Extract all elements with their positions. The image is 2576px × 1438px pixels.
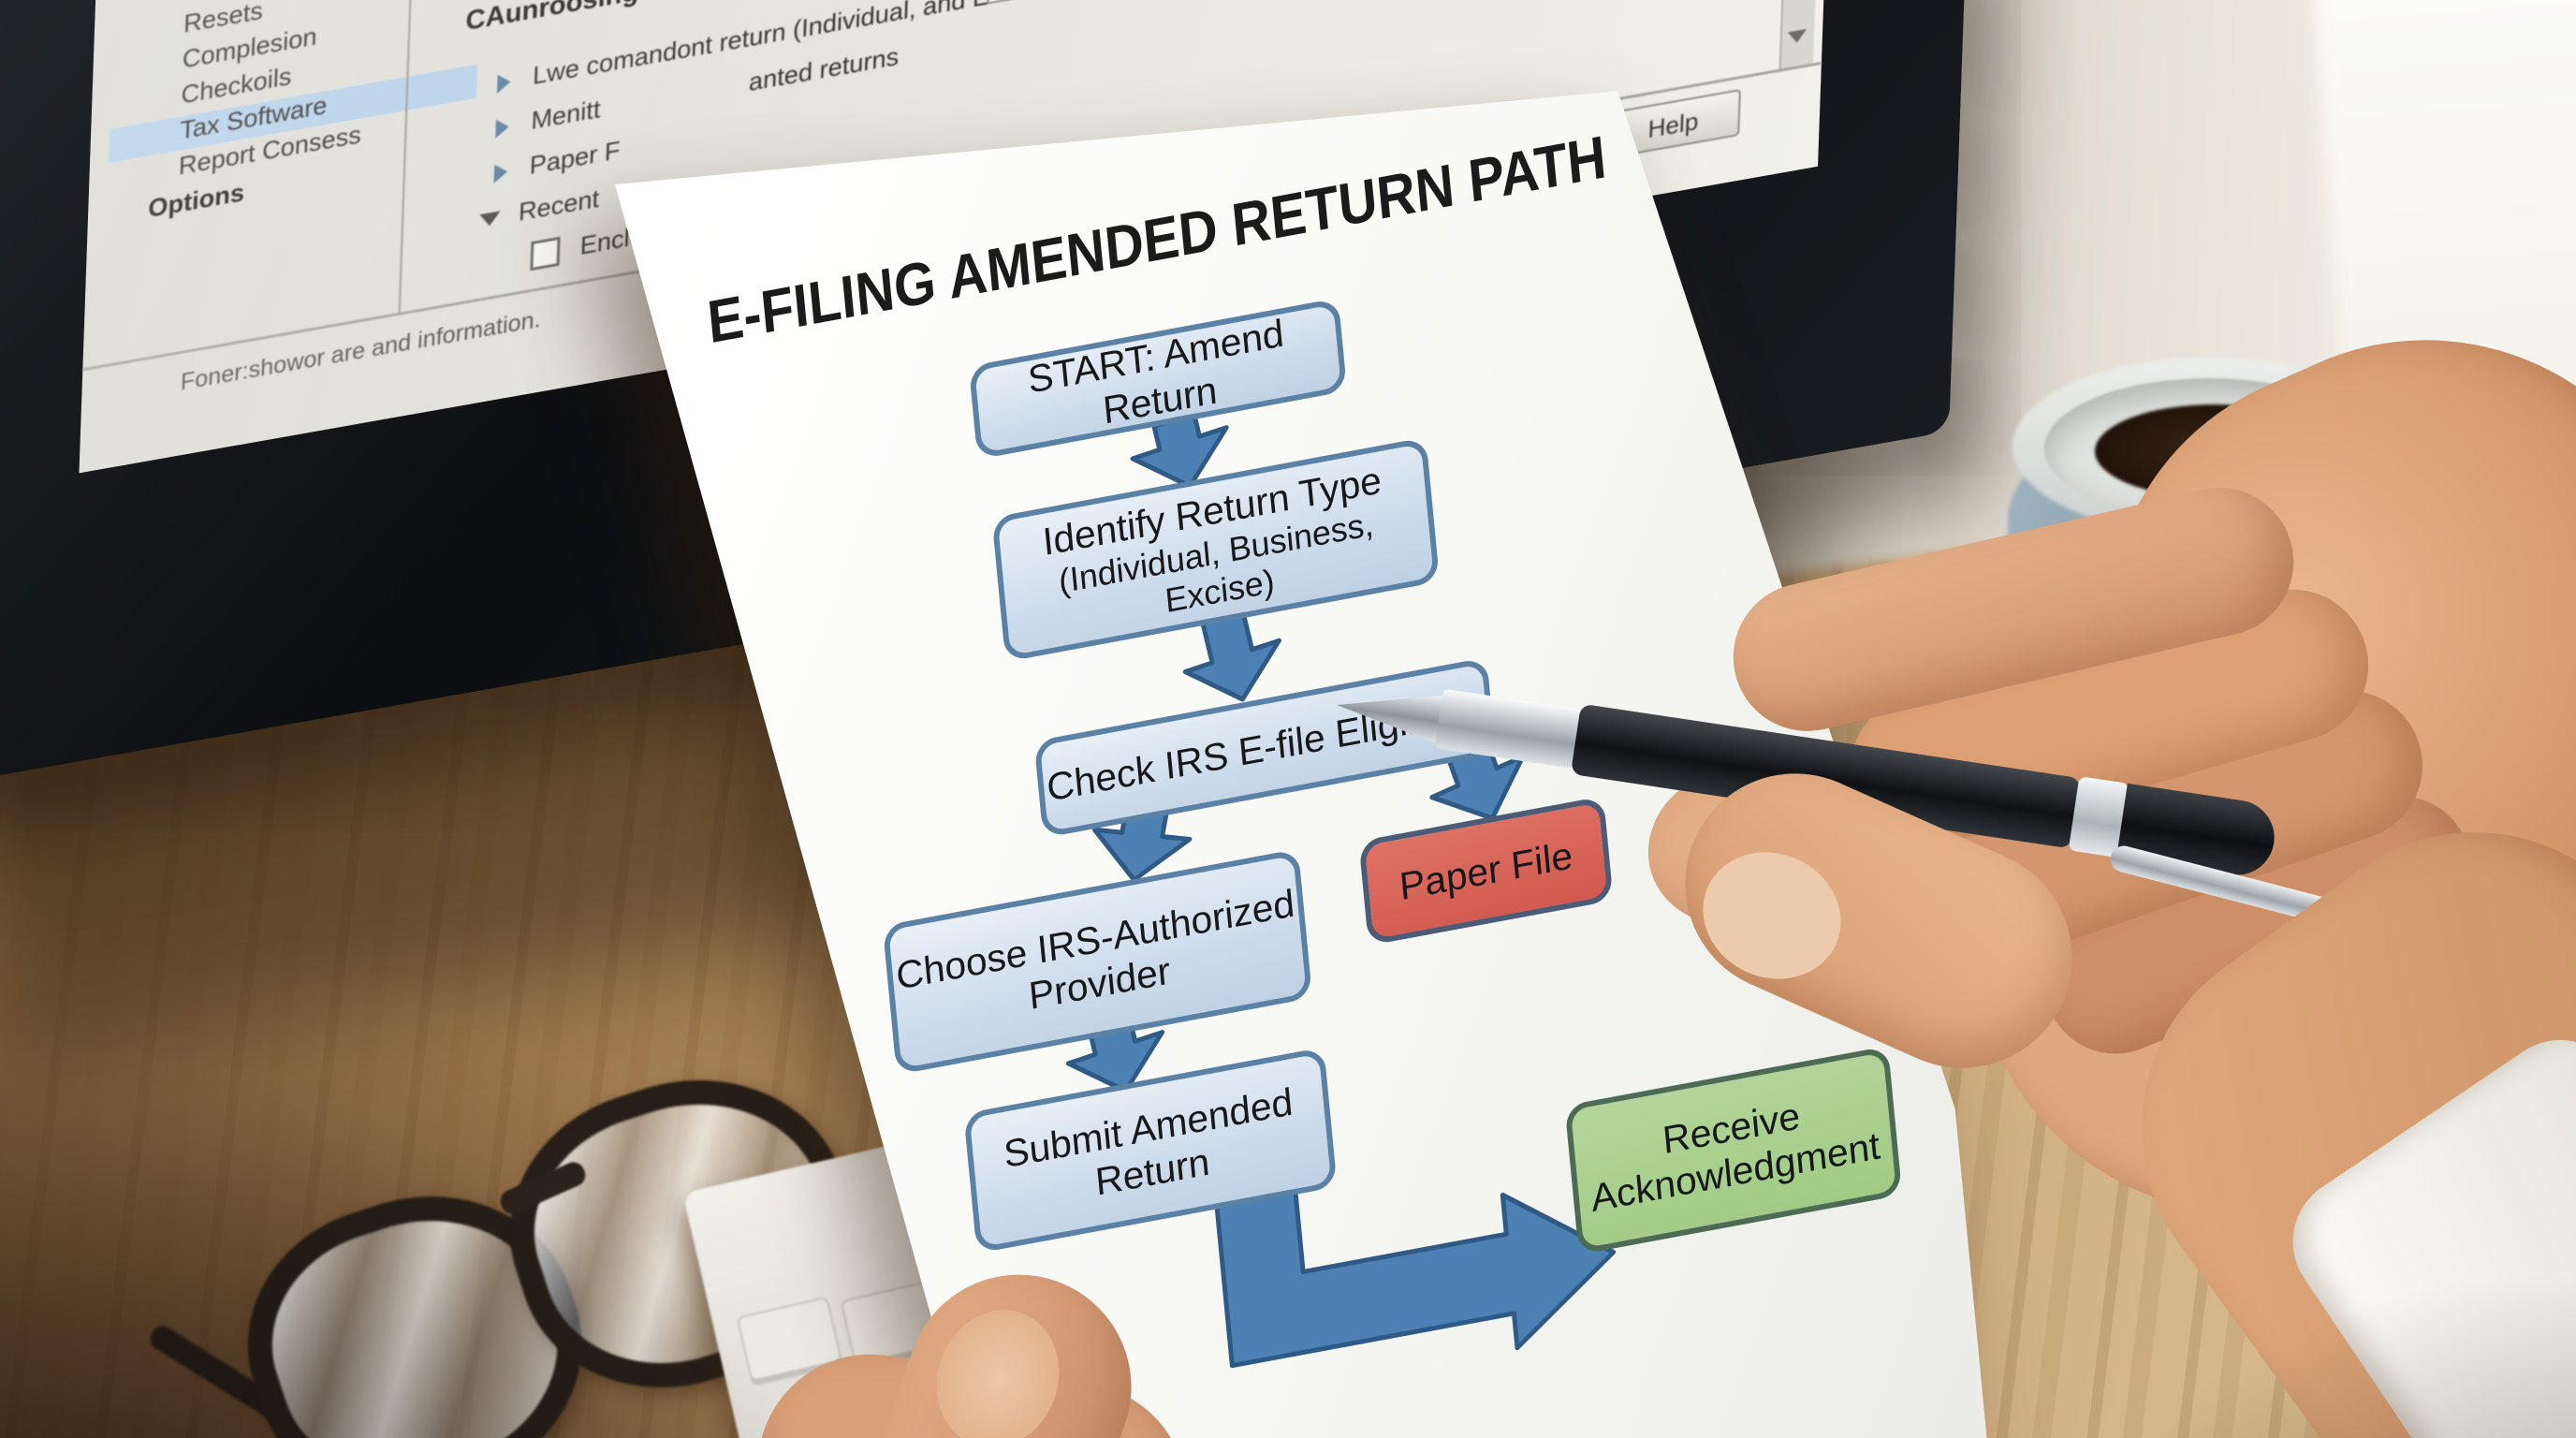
pen-collar (1434, 688, 1583, 770)
flow-node-label: Receive Acknowledgment (1588, 1093, 1882, 1221)
pen-tip (1333, 680, 1443, 743)
flow-node-label: Paper File (1398, 832, 1574, 908)
